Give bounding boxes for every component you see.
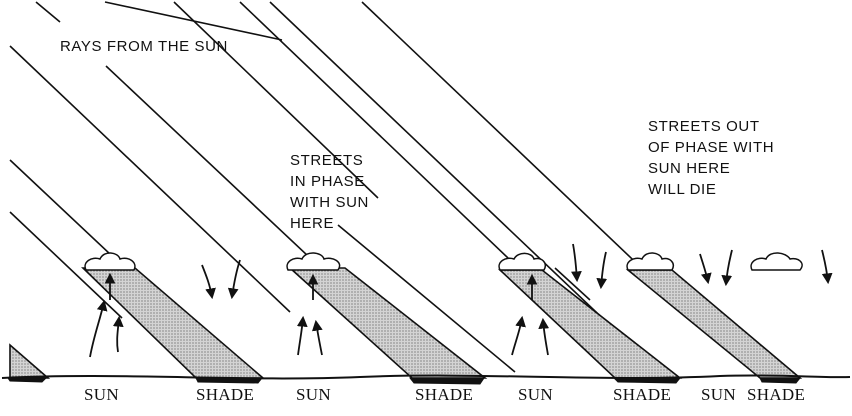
clouds — [84, 252, 803, 271]
ground-shadow-patch — [612, 377, 682, 384]
in-phase-note-line: STREETS — [290, 152, 364, 169]
ground-label-sun: SUN — [518, 385, 553, 404]
sun-ray — [361, 1, 651, 277]
in-phase-note-line: HERE — [290, 215, 335, 232]
arrow-down-icon — [596, 251, 608, 290]
ground-shadow-patch — [7, 377, 48, 383]
ground-label-sun: SUN — [84, 385, 119, 404]
sun-ray — [35, 1, 61, 23]
sun-ray — [554, 267, 591, 301]
out-of-phase-note-line: STREETS OUT — [648, 118, 760, 135]
rays-label: RAYS FROM THE SUN — [60, 38, 228, 55]
arrow-down-icon — [227, 259, 241, 300]
ground — [1, 374, 851, 385]
ground-shadow-patch — [408, 377, 485, 385]
cloud-icon — [498, 252, 546, 271]
shadow-bands — [9, 267, 803, 379]
ground-shadow-patch — [759, 377, 802, 384]
ground-label-shade: SHADE — [415, 385, 474, 404]
cloud-icon — [286, 252, 341, 271]
ground-label-sun: SUN — [701, 385, 736, 404]
cloud-icon — [626, 252, 674, 271]
out-of-phase-note-line: WILL DIE — [648, 181, 717, 198]
sun-rays — [9, 1, 651, 373]
sun-ray — [9, 45, 291, 313]
ground-label-shade: SHADE — [747, 385, 806, 404]
out-of-phase-note-line: SUN HERE — [648, 160, 731, 177]
sun-ray — [239, 1, 509, 259]
arrow-up-icon — [311, 319, 323, 356]
sun-ray — [105, 65, 326, 273]
in-phase-note-line: IN PHASE — [290, 173, 365, 190]
sun-ray — [173, 1, 379, 199]
ground-label-shade: SHADE — [613, 385, 672, 404]
out-of-phase-note-line: OF PHASE WITH — [648, 139, 775, 156]
in-phase-note-line: WITH SUN — [290, 194, 369, 211]
arrow-down-icon — [821, 249, 833, 285]
arrow-down-icon — [571, 243, 582, 283]
arrow-up-icon — [296, 315, 308, 356]
ground-label-sun: SUN — [296, 385, 331, 404]
arrow-up-icon — [538, 317, 550, 356]
arrow-down-icon — [699, 253, 712, 285]
out-of-phase-note: STREETS OUT OF PHASE WITH SUN HERE WILL … — [648, 116, 774, 200]
cloud-icon — [84, 252, 136, 271]
arrow-down-icon — [721, 249, 733, 287]
sun-ray — [337, 224, 516, 373]
ground-shadow-patch — [195, 377, 264, 384]
arrow-up-icon — [511, 315, 526, 356]
ground-label-shade: SHADE — [196, 385, 255, 404]
arrow-up-icon — [112, 315, 124, 353]
sun-ray — [269, 1, 637, 351]
air-arrows — [89, 243, 833, 358]
ground-line — [1, 374, 851, 380]
arrow-down-icon — [201, 264, 216, 300]
in-phase-note: STREETS IN PHASE WITH SUN HERE — [290, 150, 369, 234]
cloud-icon — [750, 252, 803, 271]
arrow-up-icon — [89, 299, 108, 358]
shadow-band-left-edge — [9, 343, 51, 379]
